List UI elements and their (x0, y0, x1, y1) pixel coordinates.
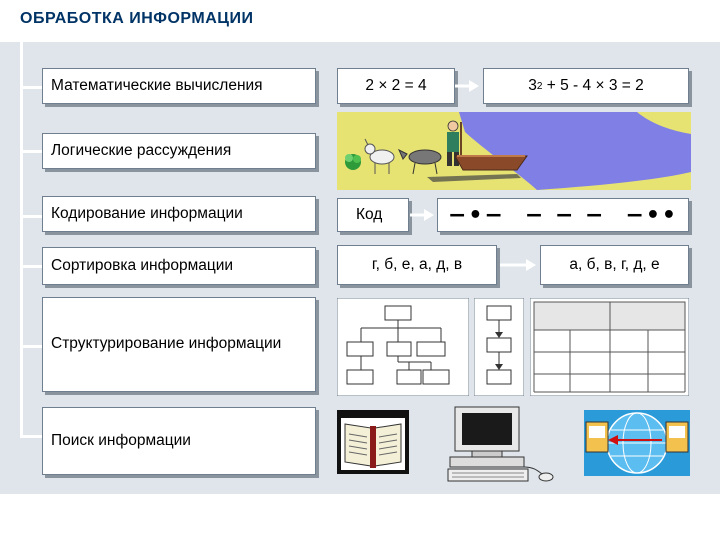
connector-line (20, 345, 42, 348)
sorted-list-box: а, б, в, г, д, е (540, 245, 689, 285)
unsorted-list-box: г, б, е, а, д, в (337, 245, 497, 285)
morse-code-box: −•− − − − −•• (437, 198, 689, 232)
row-label-search: Поиск информации (42, 407, 316, 475)
row-label-logic: Логические рассуждения (42, 133, 316, 169)
code-word-box: Код (337, 198, 409, 232)
connector-line (20, 150, 42, 153)
connector-line (20, 435, 42, 438)
cabbage-icon (345, 154, 361, 170)
boat-icon (454, 155, 528, 171)
wolf-icon (397, 148, 442, 175)
page-title: ОБРАБОТКА ИНФОРМАЦИИ (20, 10, 254, 27)
math-complex-base: 3 (528, 77, 537, 94)
hierarchy-diagram-icon (337, 298, 469, 396)
internet-search-icon (584, 410, 690, 476)
math-simple-box: 2 × 2 = 4 (337, 68, 455, 104)
arrow-icon (455, 80, 479, 92)
morse-code-2: − − − (524, 202, 606, 228)
math-complex-rest: + 5 - 4 × 3 = 2 (542, 77, 644, 94)
connector-line (20, 86, 42, 89)
connector-line (20, 215, 42, 218)
arrow-icon (410, 209, 434, 221)
connector-line (20, 265, 42, 268)
row-label-sorting: Сортировка информации (42, 247, 316, 285)
sequence-diagram-icon (474, 298, 524, 396)
row-label-math: Математические вычисления (42, 68, 316, 104)
table-grid-icon (530, 298, 689, 396)
goat-icon (364, 138, 395, 174)
math-complex-exponent: 2 (536, 80, 543, 92)
logic-puzzle-illustration (337, 112, 691, 190)
book-icon (337, 410, 409, 474)
computer-icon (447, 406, 554, 482)
arrow-icon (500, 259, 536, 271)
row-label-coding: Кодирование информации (42, 196, 316, 232)
row-label-structuring: Структурирование информации (42, 297, 316, 392)
connector-spine (20, 42, 23, 437)
morse-code-1: −•− (447, 202, 505, 228)
morse-code-3: −•• (625, 202, 678, 228)
